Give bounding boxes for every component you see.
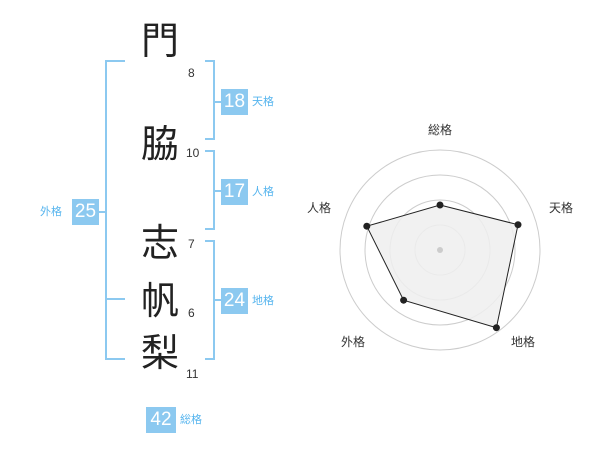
radar-axis-label-gaikaku: 外格 [341, 335, 366, 349]
name-character-1: 門 [140, 19, 179, 63]
tenkaku-label: 天格 [252, 95, 274, 108]
soukaku-label: 総格 [180, 413, 202, 426]
jinkaku-connector [215, 190, 221, 192]
stroke-count-1: 8 [188, 66, 195, 80]
radar-point-3 [492, 324, 500, 332]
radar-axis-label-jinkaku: 人格 [307, 201, 332, 215]
stroke-count-2: 10 [186, 146, 200, 160]
soukaku-score: 42 [146, 407, 176, 433]
gaikaku-score: 25 [72, 199, 99, 225]
gaikaku-label: 外格 [40, 205, 62, 218]
stroke-count-5: 11 [186, 367, 199, 381]
chikaku-bracket [205, 240, 215, 360]
name-character-4: 帆 [140, 279, 179, 323]
name-character-2: 脇 [140, 122, 179, 166]
stroke-count-3: 7 [188, 237, 195, 251]
name-character-5: 梨 [140, 331, 179, 375]
gaikaku-connector [99, 211, 107, 213]
radar-grid-ring-3 [364, 174, 516, 326]
tenkaku-connector [215, 101, 221, 103]
radar-axis-label-soukaku: 総格 [428, 123, 453, 137]
name-character-3: 志 [140, 221, 179, 265]
radar-value-polygon [366, 204, 519, 329]
jinkaku-score: 17 [221, 179, 248, 205]
stroke-count-4: 6 [188, 306, 195, 320]
gaikaku-inner-tick [105, 298, 125, 300]
jinkaku-label: 人格 [252, 185, 274, 198]
radar-grid-ring-4 [339, 149, 541, 351]
gaikaku-bracket [105, 60, 125, 360]
radar-point-5 [363, 222, 371, 230]
radar-point-1 [436, 201, 444, 209]
chikaku-connector [215, 299, 221, 301]
radar-point-2 [514, 221, 522, 229]
tenkaku-score: 18 [221, 89, 248, 115]
chikaku-score: 24 [221, 288, 248, 314]
radar-point-4 [400, 296, 408, 304]
radar-center-dot [437, 247, 443, 253]
radar-axis-label-chikaku: 地格 [511, 335, 536, 349]
radar-axis-label-tenkaku: 天格 [549, 201, 574, 215]
jinkaku-bracket [205, 150, 215, 230]
tenkaku-bracket [205, 60, 215, 140]
chikaku-label: 地格 [252, 294, 274, 307]
